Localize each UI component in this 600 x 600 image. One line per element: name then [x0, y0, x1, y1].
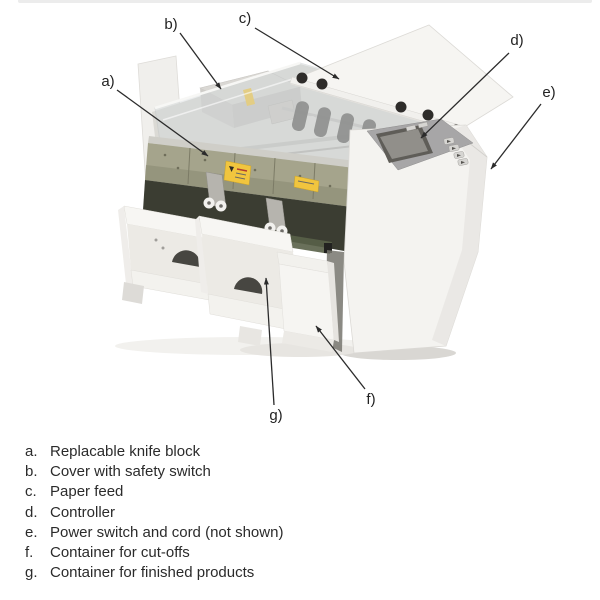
legend-item-b: b. Cover with safety switch: [25, 462, 283, 482]
output-tray-middle: [195, 215, 302, 346]
arrow-a: [116, 89, 209, 157]
finger-cutout: [234, 277, 263, 294]
legend-key: e.: [25, 523, 38, 541]
callout-label-g: g): [269, 407, 282, 424]
legend-text: Replacable knife block: [50, 443, 201, 460]
safety-cover: [199, 70, 302, 128]
machine-illustration: [115, 24, 514, 360]
top-divider: [18, 0, 592, 3]
legend-text: Cover with safety switch: [50, 463, 211, 481]
arrow-e: [490, 103, 542, 170]
legend-text: Controller: [50, 503, 116, 521]
arrow-b: [179, 32, 222, 90]
legend-item-d: d. Controller: [25, 503, 283, 523]
legend-key: b.: [25, 463, 38, 481]
feed-rollers: [281, 101, 421, 149]
arrow-f: [315, 325, 366, 390]
warning-sticker: [223, 160, 320, 193]
callout-label-f: f): [366, 391, 375, 408]
arrow-g: [263, 277, 275, 406]
callout-label-d: d): [510, 32, 523, 49]
controller-panel: [366, 118, 474, 171]
parts-legend: a. Replacable knife block b. Cover with …: [25, 442, 283, 583]
legend-text: Power switch and cord (not shown): [50, 523, 284, 541]
legend-item-c: c. Paper feed: [25, 482, 283, 502]
legend-key: d.: [25, 503, 38, 521]
arrow-c: [254, 27, 340, 80]
callout-arrows: [116, 27, 542, 406]
legend-key: a.: [25, 443, 38, 460]
finger-cutout: [172, 250, 201, 267]
callout-label-c: c): [239, 10, 252, 27]
callout-label-a: a): [101, 73, 114, 90]
arrow-d: [420, 52, 510, 139]
callout-labels: a) b) c) d) e) f) g): [101, 10, 555, 424]
legend-item-e: e. Power switch and cord (not shown): [25, 523, 283, 543]
legend-key: f.: [25, 544, 34, 562]
legend-key: g.: [25, 564, 38, 582]
legend-item-f: f. Container for cut-offs: [25, 543, 283, 563]
knife-block: [145, 136, 356, 207]
legend-item-a: a. Replacable knife block: [25, 442, 283, 462]
legend-text: Container for cut-offs: [50, 544, 190, 562]
legend-text: Paper feed: [50, 483, 124, 501]
callout-label-b: b): [164, 16, 177, 33]
cutoff-container: [276, 251, 339, 352]
output-tray-left: [118, 205, 221, 304]
callout-label-e: e): [542, 84, 555, 101]
legend-key: c.: [25, 483, 37, 501]
legend-item-g: g. Container for finished products: [25, 563, 283, 583]
legend-text: Container for finished products: [50, 564, 255, 582]
